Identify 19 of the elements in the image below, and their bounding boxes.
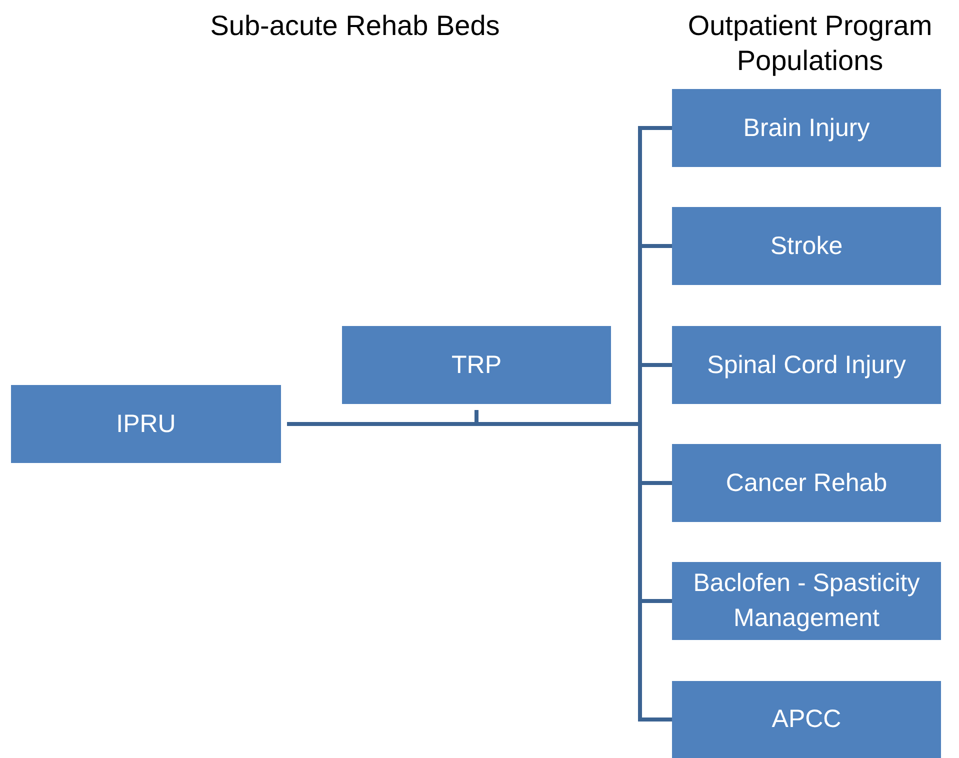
box-label: TRP [452, 350, 502, 380]
box-label: IPRU [116, 408, 176, 440]
program-box [672, 444, 941, 522]
program-box [672, 562, 941, 640]
program-box [342, 326, 611, 404]
box-label: APCC [772, 704, 842, 735]
box-label: Spinal Cord Injury [707, 350, 906, 380]
program-box [672, 326, 941, 404]
column-heading: Sub-acute Rehab Beds [209, 9, 501, 43]
program-box [672, 207, 941, 285]
program-box [672, 89, 941, 167]
box-label: Baclofen - Spasticity Management [692, 568, 921, 634]
program-box [672, 681, 941, 758]
box-label: Cancer Rehab [726, 468, 888, 498]
column-heading: Outpatient Program Populations [686, 9, 934, 78]
connector-line [287, 422, 672, 722]
box-label: Brain Injury [743, 112, 870, 144]
program-box [11, 385, 281, 463]
box-label: Stroke [770, 230, 843, 262]
